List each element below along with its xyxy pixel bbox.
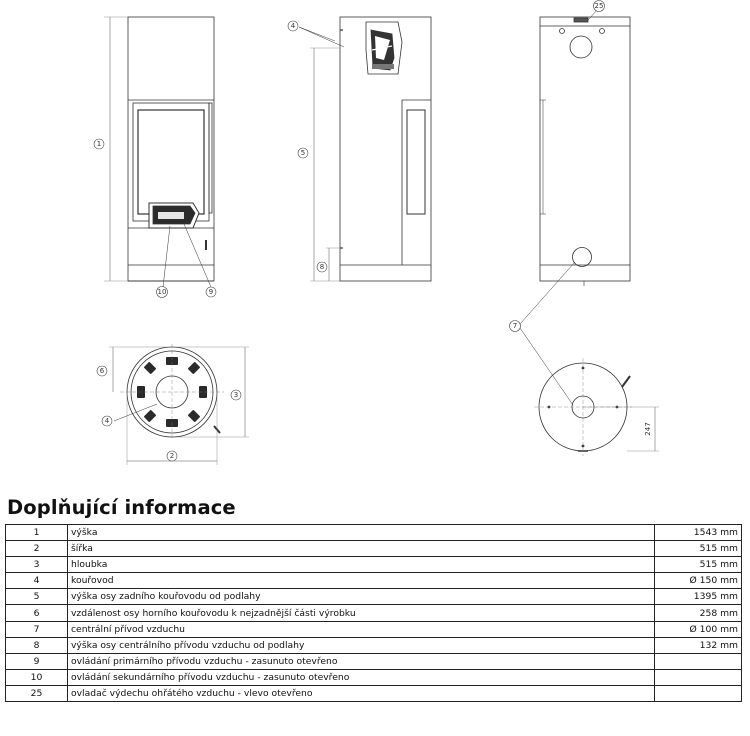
callout-10-circle [156,286,168,298]
callout-4-side-circle [287,20,299,32]
side-callouts: 4 5 8 [287,20,328,273]
table-row: 1 výška 1543 mm [5,523,742,542]
spec-number: 25 [5,684,68,703]
spec-number: 1 [5,523,68,542]
table-row: 4 kouřovod Ø 150 mm [5,572,742,590]
bottom-view [534,358,659,456]
callout-7-circle [509,320,521,332]
spec-value: 258 mm [654,604,742,622]
spec-value: Ø 150 mm [654,572,742,590]
callout-1-circle [93,138,105,150]
spec-value: 1395 mm [654,588,742,606]
table-row: 25 ovladač výdechu ohřátého vzduchu - vl… [5,684,742,703]
table-row: 3 hloubka 515 mm [5,556,742,574]
callout-9-circle [205,286,217,298]
callout-3: 3 [234,391,238,399]
back-callouts: 25 7 [509,0,605,332]
callout-3-circle [230,389,242,401]
callout-25-circle [593,0,605,12]
spec-description: výška osy zadního kouřovodu od podlahy [67,588,655,606]
table-row: 7 centrální přívod vzduchu Ø 100 mm [5,620,742,638]
spec-number: 2 [5,540,68,558]
callout-4-side: 4 [291,22,296,30]
table-row: 2 šířka 515 mm [5,540,742,558]
callout-4-top-circle [101,415,113,427]
spec-description: centrální přívod vzduchu [67,620,655,638]
spec-value [654,668,742,686]
callout-2-circle [166,450,178,462]
spec-value: 1543 mm [654,523,742,542]
spec-description: výška osy centrálního přívodu vzduchu od… [67,636,655,654]
callout-8-circle [316,261,328,273]
spec-number: 5 [5,588,68,606]
spec-number: 7 [5,620,68,638]
spec-number: 9 [5,652,68,670]
spec-number: 3 [5,556,68,574]
front-view [104,16,215,288]
spec-description: výška [67,523,655,542]
callout-8: 8 [320,263,324,271]
table-row: 9 ovládání primárního přívodu vzduchu - … [5,652,742,670]
callout-7: 7 [513,322,517,330]
spec-number: 6 [5,604,68,622]
spec-value: 515 mm [654,556,742,574]
spec-description: ovládání sekundárního přívodu vzduchu - … [67,668,655,686]
callout-1: 1 [97,140,101,148]
table-row: 8 výška osy centrálního přívodu vzduchu … [5,636,742,654]
spec-description: ovladač výdechu ohřátého vzduchu - vlevo… [67,684,655,703]
back-view [519,8,631,406]
spec-value: 132 mm [654,636,742,654]
spec-description: hloubka [67,556,655,574]
callout-6: 6 [100,367,105,375]
spec-description: vzdálenost osy horního kouřovodu k nejza… [67,604,655,622]
table-row: 6 vzdálenost osy horního kouřovodu k nej… [5,604,742,622]
callout-2: 2 [170,452,174,460]
spec-value: 515 mm [654,540,742,558]
spec-value: Ø 100 mm [654,620,742,638]
callout-25: 25 [595,2,604,10]
front-callouts: 1 10 9 [93,138,217,298]
spec-number: 10 [5,668,68,686]
callout-9: 9 [209,288,213,296]
callout-5: 5 [301,149,305,157]
side-view [298,16,432,282]
spec-value [654,684,742,703]
table-row: 10 ovládání sekundárního přívodu vzduchu… [5,668,742,686]
callout-4-top: 4 [105,417,110,425]
spec-description: šířka [67,540,655,558]
spec-description: kouřovod [67,572,655,590]
spec-number: 4 [5,572,68,590]
dimension-247: 247 [644,422,652,435]
top-callouts: 6 3 4 2 [96,365,242,462]
callout-10: 10 [158,288,167,296]
spec-number: 8 [5,636,68,654]
spec-description: ovládání primárního přívodu vzduchu - za… [67,652,655,670]
top-view [109,344,249,465]
section-title: Doplňující informace [7,496,236,519]
technical-drawings: 1 10 9 4 5 8 [93,0,659,465]
spec-table: 1 výška 1543 mm 2 šířka 515 mm 3 hloubka… [5,523,742,703]
callout-6-circle [96,365,108,377]
spec-value [654,652,742,670]
table-row: 5 výška osy zadního kouřovodu od podlahy… [5,588,742,606]
callout-5-circle [297,147,309,159]
